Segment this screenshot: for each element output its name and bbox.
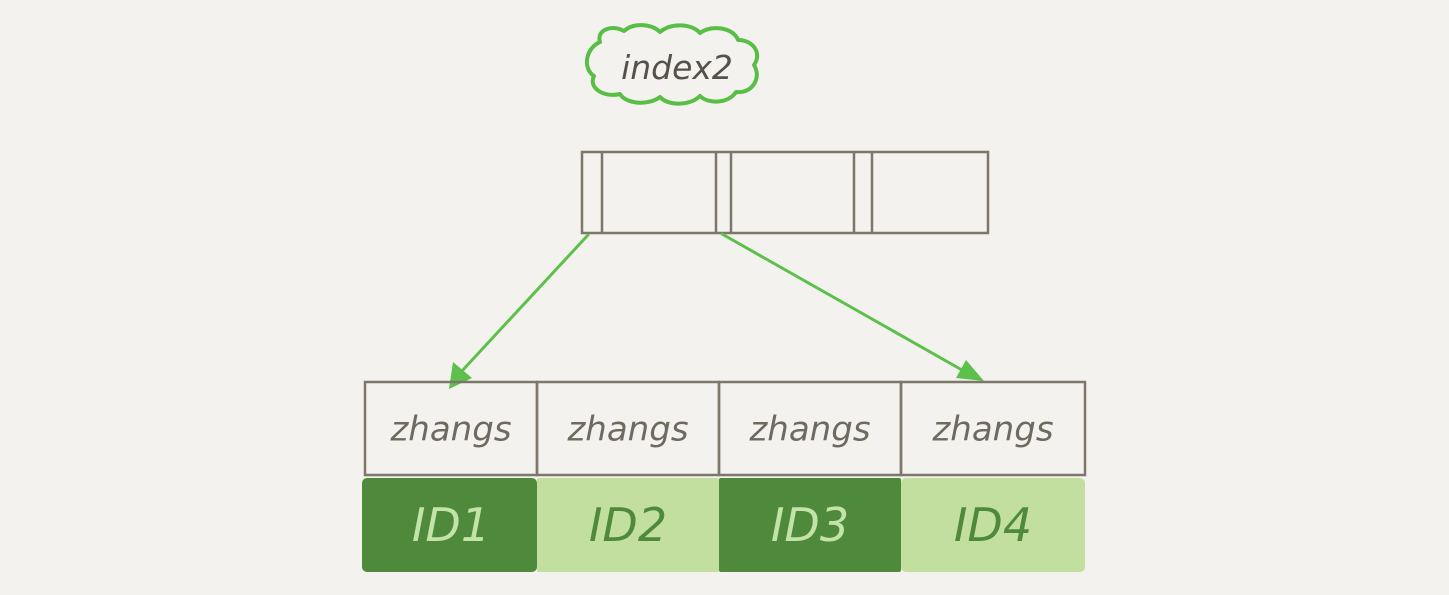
pointer-right-line <box>720 232 964 372</box>
index-label-cloud: index2 <box>584 23 760 106</box>
leaf-key-label: zhangs <box>389 410 511 450</box>
pointers <box>449 232 984 389</box>
leaf-id-label: ID1 <box>412 498 490 552</box>
leaf-id-label: ID2 <box>589 498 667 552</box>
leaf-id-row: ID1 ID2 ID3 ID4 <box>362 478 1085 572</box>
leaf-id-cell <box>537 478 719 572</box>
leaf-id-cell <box>901 478 1085 572</box>
leaf-key-label: zhangs <box>566 410 688 450</box>
pointer-right-arrowhead <box>956 360 984 381</box>
leaf-key-label: zhangs <box>748 410 870 450</box>
leaf-id-label: ID3 <box>771 498 849 552</box>
leaf-id-label: ID4 <box>954 498 1032 552</box>
cloud-outline <box>584 23 760 106</box>
leaf-key-row: zhangs zhangs zhangs zhangs <box>363 380 1087 477</box>
internal-node <box>580 150 990 235</box>
leaf-key-label: zhangs <box>931 410 1053 450</box>
pointer-left-line <box>459 233 590 374</box>
leaf-id-cell <box>362 478 537 572</box>
leaf-key-cell <box>899 380 1087 477</box>
internal-node-box <box>580 150 990 235</box>
leaf-id-cell <box>719 478 901 572</box>
index-label: index2 <box>621 48 733 87</box>
